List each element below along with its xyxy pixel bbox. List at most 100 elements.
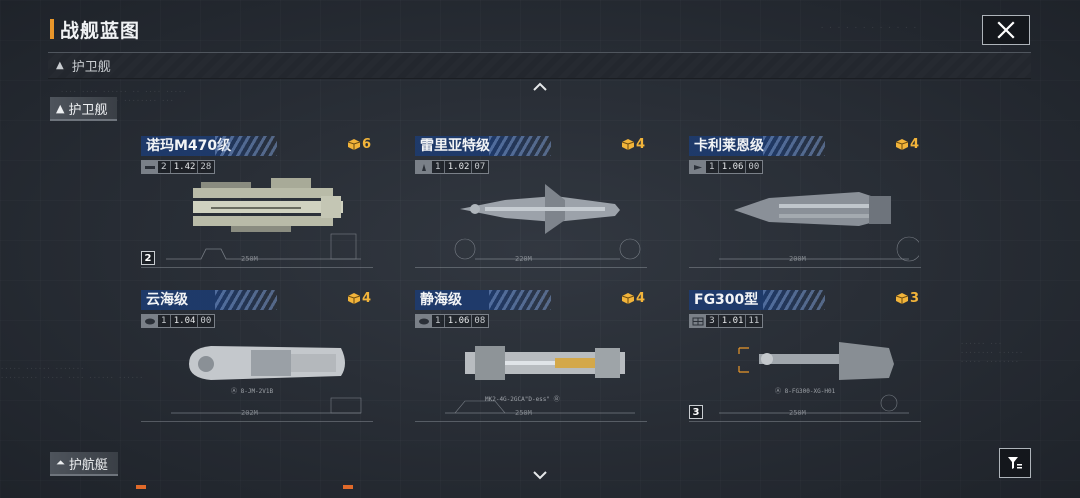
ship-class-icon: [142, 315, 158, 327]
card-baseline: [415, 421, 647, 422]
ship-tier: 1: [432, 161, 445, 173]
ship-stat-main: 1.06: [721, 162, 744, 172]
ship-image: [189, 346, 345, 380]
ship-length: 202M: [241, 409, 258, 417]
card-baseline: [141, 267, 373, 268]
ship-quantity-badge: 2: [141, 251, 155, 265]
ship-callout: MK2-4G-2GCA"D-ess" Ⓑ: [485, 396, 560, 403]
ship-class-icon: [142, 161, 158, 173]
ship-cost-value: 4: [635, 137, 645, 152]
ship-tier: 1: [432, 315, 445, 327]
card-baseline: [689, 267, 921, 268]
blueprint-drawing: [454, 238, 641, 260]
blueprint-drawing: [445, 400, 635, 414]
escort-ship-icon: ⏶: [56, 456, 65, 469]
ship-name: 雷里亚特级: [415, 136, 551, 156]
ship-image: [738, 342, 894, 380]
page-header: 战舰蓝图: [50, 16, 140, 42]
background-decoration: ······ ··········· ··········· ········: [960, 340, 1024, 366]
ship-name: 诺玛M470级: [141, 136, 277, 156]
chevron-down-icon[interactable]: [532, 470, 548, 480]
section-tab-label: 护航艇: [68, 457, 108, 473]
ship-stat-main: 1.01: [721, 316, 744, 326]
ship-tier: 1: [706, 161, 719, 173]
ship-stat-sub: 28: [197, 161, 214, 173]
ship-card-jinghai[interactable]: 静海级 4 1 1.06 08 MK2-4G-2GCA"D-ess" Ⓑ 250…: [415, 290, 647, 435]
ship-class-icon: [416, 315, 432, 327]
ship-name: 静海级: [415, 290, 551, 310]
decor-marker: [343, 485, 353, 489]
ship-cost-value: 3: [909, 291, 919, 306]
ship-stat-sub: 00: [745, 161, 762, 173]
close-button[interactable]: [982, 15, 1030, 45]
ship-tier: 3: [706, 315, 719, 327]
ship-length: 220M: [515, 255, 532, 263]
ship-length: 250M: [515, 409, 532, 417]
resource-cube-icon: [347, 139, 360, 150]
ship-stats: 1 1.06 08: [415, 314, 490, 328]
ship-stat-sub: 11: [745, 315, 762, 327]
ship-stat-sub: 07: [471, 161, 488, 173]
ship-image: [734, 192, 891, 226]
resource-cube-icon: [621, 139, 634, 150]
blueprint-drawing: [171, 397, 362, 414]
ship-stats: 3 1.01 11: [689, 314, 764, 328]
decor-marker: [136, 485, 146, 489]
ship-stat-main: 1.42: [173, 162, 196, 172]
ship-stat-main: 1.04: [173, 316, 196, 326]
ship-tier: 1: [158, 315, 171, 327]
ship-stats: 2 1.42 28: [141, 160, 216, 174]
ship-cost-value: 4: [909, 137, 919, 152]
card-baseline: [141, 421, 373, 422]
resource-cube-icon: [895, 139, 908, 150]
ship-card-leriat[interactable]: 雷里亚特级 4 1 1.02 07 220M: [415, 136, 647, 281]
triangle-up-icon: ▲: [56, 60, 64, 71]
page-title: 战舰蓝图: [60, 19, 141, 42]
blueprint-drawing: [719, 236, 919, 262]
ship-image: [465, 346, 625, 380]
filter-icon: [1008, 457, 1022, 469]
ship-stat-sub: 08: [471, 315, 488, 327]
ship-class-icon: [416, 161, 432, 173]
section-tab-escort[interactable]: ⏶ 护航艇: [50, 452, 118, 476]
ship-name: 云海级: [141, 290, 277, 310]
ship-stats: 1 1.06 00: [689, 160, 764, 174]
ship-quantity-badge: 3: [689, 405, 703, 419]
ship-length: 200M: [789, 255, 806, 263]
ship-cost-value: 4: [361, 291, 371, 306]
section-tab-frigate[interactable]: ▲ 护卫舰: [50, 97, 118, 121]
ship-length: 250M: [241, 255, 258, 263]
ship-image: [460, 184, 620, 234]
ship-cost-value: 4: [635, 291, 645, 306]
ship-class-icon: [690, 315, 706, 327]
ship-cost: 4: [621, 137, 645, 152]
ship-card-norma-m470[interactable]: 诺玛M470级 6 2 1.42 28 250M 2: [141, 136, 373, 281]
ship-cost: 6: [347, 137, 371, 152]
ship-length: 250M: [789, 409, 806, 417]
ship-callout: Ⓐ 8-FG300-XG-H01: [775, 388, 836, 395]
ship-tier: 2: [158, 161, 171, 173]
ship-stat-main: 1.06: [447, 316, 470, 326]
ship-cost-value: 6: [361, 137, 371, 152]
ship-card-kalilaien[interactable]: 卡利莱恩级 4 1 1.06 00 200M: [689, 136, 921, 281]
card-baseline: [689, 421, 921, 422]
ship-cost: 4: [895, 137, 919, 152]
ship-name: FG300型: [689, 290, 825, 310]
blueprint-drawing: [166, 233, 361, 260]
category-dropdown[interactable]: ▲ 护卫舰: [48, 52, 1031, 79]
ship-stats: 1 1.04 00: [141, 314, 216, 328]
filter-button[interactable]: [999, 448, 1031, 478]
ship-cost: 3: [895, 291, 919, 306]
chevron-up-icon[interactable]: [532, 82, 548, 92]
ship-callout: Ⓐ 8-JM-2V1B: [231, 388, 274, 395]
ship-stats: 1 1.02 07: [415, 160, 490, 174]
ship-cost: 4: [621, 291, 645, 306]
ship-cost: 4: [347, 291, 371, 306]
ship-card-fg300[interactable]: FG300型 3 3 1.01 11 Ⓐ 8-FG300-XG-H01 250M…: [689, 290, 921, 435]
ship-card-yunhai[interactable]: 云海级 4 1 1.04 00 Ⓐ 8-JM-2V1B 202M: [141, 290, 373, 435]
triangle-up-icon: ▲: [56, 101, 65, 115]
resource-cube-icon: [895, 293, 908, 304]
ship-name: 卡利莱恩级: [689, 136, 825, 156]
resource-cube-icon: [621, 293, 634, 304]
category-dropdown-label: 护卫舰: [71, 60, 111, 75]
